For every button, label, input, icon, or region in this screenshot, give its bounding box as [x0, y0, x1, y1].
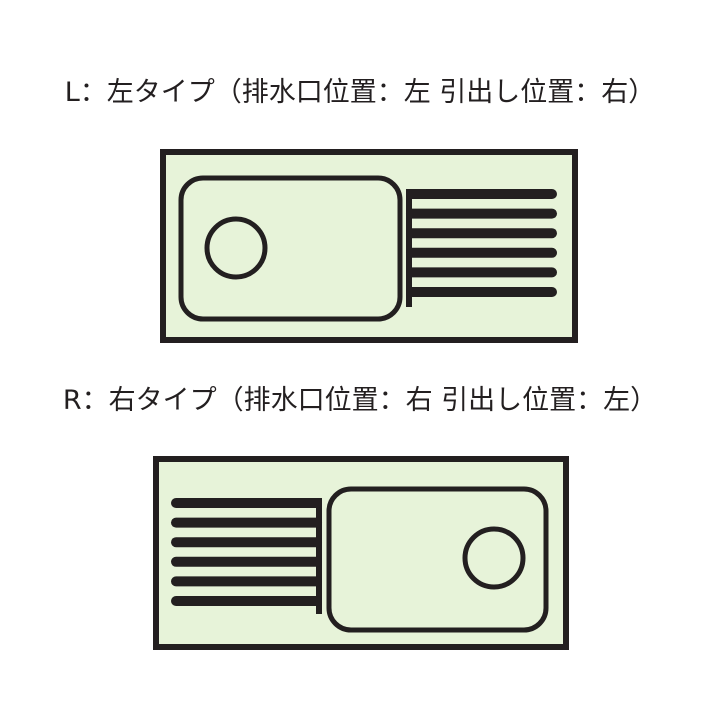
l-type-sink-diagram [160, 149, 578, 343]
l-basin [178, 175, 403, 322]
r-drainboard-rib [171, 537, 322, 548]
r-type-label: R：右タイプ（排水口位置：右 引出し位置：左） [62, 385, 658, 416]
l-drainboard-ribs [406, 189, 557, 307]
r-drainboard-rib [171, 498, 322, 508]
r-drainboard-rib [171, 517, 322, 528]
l-drainboard-rib [406, 247, 557, 258]
r-type-sink-diagram [153, 456, 569, 650]
r-drainboard-rib [171, 596, 322, 606]
r-drainboard-rib [171, 556, 322, 567]
l-drainboard-rib [406, 189, 557, 199]
r-drain-hole [462, 526, 526, 590]
l-drainboard-rail [406, 189, 412, 307]
l-drainboard-rib [406, 267, 557, 278]
r-basin [326, 486, 549, 633]
l-countertop [160, 149, 578, 343]
r-drainboard-ribs [171, 498, 322, 614]
l-drainboard-rib [406, 287, 557, 297]
r-drainboard-rib [171, 576, 322, 587]
l-drainboard-rib [406, 228, 557, 239]
r-drainboard-rail [316, 498, 322, 614]
l-type-label: L：左タイプ（排水口位置：左 引出し位置：右） [64, 77, 656, 108]
l-drainboard-rib [406, 208, 557, 219]
l-drain-hole [204, 216, 268, 280]
